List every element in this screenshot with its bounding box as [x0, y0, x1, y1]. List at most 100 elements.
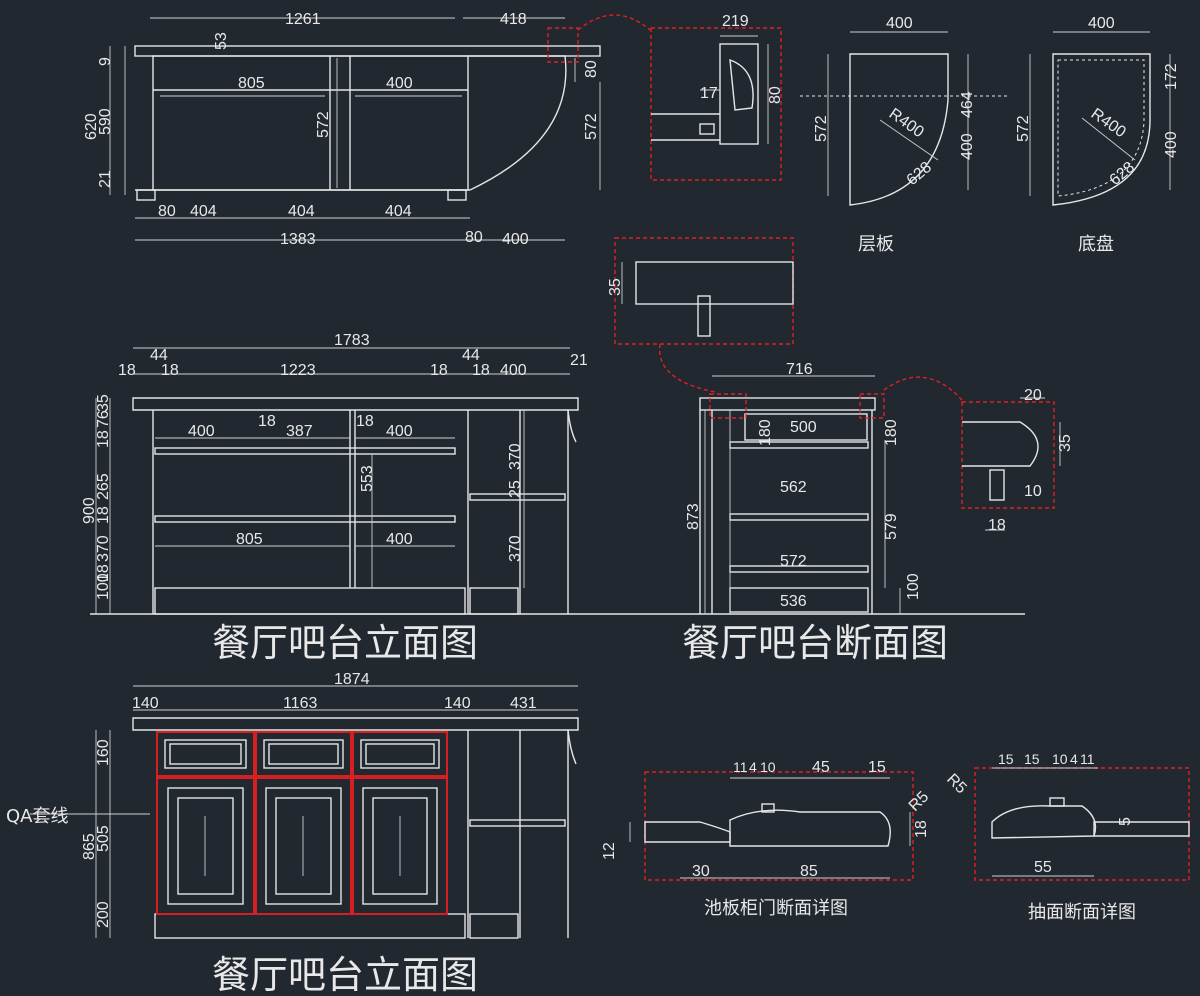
elev-left-44: 44 — [150, 347, 168, 364]
elev-h-265: 265 — [95, 473, 112, 500]
front-h-865: 865 — [81, 833, 98, 860]
door-r5b: R5 — [943, 771, 970, 798]
section-h-579: 579 — [883, 513, 900, 540]
elev-shelf-400b: 400 — [386, 423, 413, 440]
drawer-d-15b: 15 — [1024, 751, 1040, 767]
elev-h-900: 900 — [81, 497, 98, 524]
elev-right-18a: 18 — [430, 362, 448, 379]
nose-w-10: 10 — [1024, 483, 1042, 500]
door-section-detail: 11 4 10 45 15 R5 R5 18 12 30 85 池板柜门断面详图 — [601, 759, 970, 919]
tray-r: R400 — [1088, 105, 1129, 141]
door-d-11: 11 — [733, 759, 748, 775]
plan-bottom-404c: 404 — [385, 203, 412, 220]
section-h-180a: 180 — [757, 419, 774, 446]
elev-side-25: 25 — [507, 480, 524, 498]
front-h-160: 160 — [95, 739, 112, 766]
plan-height-total: 620 — [83, 113, 100, 140]
elev-left-18a: 18 — [118, 362, 136, 379]
drawer-section-label: 抽面断面详图 — [1028, 902, 1136, 923]
bay-middle — [255, 731, 352, 915]
plan-bottom-404b: 404 — [288, 203, 315, 220]
qa-note: QA套线 — [6, 806, 68, 827]
detail-h-80: 80 — [767, 86, 784, 104]
plan-inner-400: 400 — [386, 75, 413, 92]
nose-detail: 20 35 10 18 — [961, 387, 1074, 534]
door-r5a: R5 — [906, 788, 933, 815]
drawer-w-55: 55 — [1034, 859, 1052, 876]
drawer-d-15a: 15 — [998, 751, 1014, 767]
plan-inner-805: 805 — [238, 75, 265, 92]
front-h-505: 505 — [95, 825, 112, 852]
top-edge-detail: 219 17 80 — [650, 13, 784, 181]
bay-left — [156, 731, 255, 915]
shelf-side2: 464 — [959, 91, 976, 118]
elev-h-18b: 18 — [95, 506, 112, 524]
door-d-45: 45 — [812, 759, 830, 776]
plan-h-9: 9 — [97, 57, 114, 66]
elev-right-400: 400 — [500, 362, 527, 379]
title-elevation-top: 餐厅吧台立面图 — [212, 621, 478, 665]
door-section-label: 池板柜门断面详图 — [704, 898, 848, 919]
section-w-536: 536 — [780, 593, 807, 610]
elev-low-805: 805 — [236, 531, 263, 548]
front-right-431: 431 — [510, 695, 537, 712]
elev-right-44: 44 — [462, 347, 480, 364]
elev-left-18b: 18 — [161, 362, 179, 379]
tray-w: 400 — [1088, 15, 1115, 32]
tray-label: 底盘 — [1078, 234, 1114, 255]
tray-side2: 172 — [1163, 63, 1180, 90]
shelf-r: R400 — [886, 105, 927, 141]
edge-detail: 35 — [607, 237, 794, 393]
title-section: 餐厅吧台断面图 — [682, 621, 948, 665]
tray-h: 572 — [1015, 115, 1032, 142]
title-elevation-bottom: 餐厅吧台立面图 — [212, 953, 478, 996]
plan-bottom-404a: 404 — [190, 203, 217, 220]
bar-side-elevation: 1783 44 18 18 1223 18 44 18 400 21 900 3… — [81, 332, 1025, 665]
elev-low-400: 400 — [386, 531, 413, 548]
drawer-section-detail: 15 15 10 4 11 5 55 抽面断面详图 — [974, 751, 1190, 923]
bar-plan-view: 1261 418 620 9 590 21 53 805 400 572 80 … — [83, 11, 651, 248]
elev-overall: 1783 — [334, 332, 370, 349]
front-h-200: 200 — [95, 901, 112, 928]
door-d-15: 15 — [868, 759, 886, 776]
door-w-85: 85 — [800, 863, 818, 880]
front-right-140: 140 — [444, 695, 471, 712]
elev-right-18b: 18 — [472, 362, 490, 379]
elev-side-370a: 370 — [507, 443, 524, 470]
front-overall: 1874 — [334, 671, 370, 688]
elev-right-21: 21 — [570, 352, 588, 369]
shelf-w: 400 — [886, 15, 913, 32]
elev-h-18c: 18 — [95, 564, 112, 582]
plan-h-53: 53 — [213, 32, 230, 50]
elev-shelf-18a: 18 — [258, 413, 276, 430]
plan-bottom-total: 1383 — [280, 231, 316, 248]
drawer-d-10: 10 — [1052, 751, 1068, 767]
plan-bottom-80: 80 — [158, 203, 176, 220]
front-mid: 1163 — [283, 695, 318, 712]
elev-h-370: 370 — [95, 535, 112, 562]
elev-v-553: 553 — [359, 465, 376, 492]
plan-right-80: 80 — [583, 60, 600, 78]
door-h-18: 18 — [913, 820, 930, 838]
elev-h-35: 35 — [95, 394, 112, 412]
tray-side: 400 — [1163, 131, 1180, 158]
shelf-h: 572 — [813, 115, 830, 142]
bar-section: 716 873 500 180 180 562 572 536 579 100 … — [682, 361, 963, 665]
tray-plan: 400 572 R400 628 400 172 底盘 — [1015, 15, 1180, 255]
nose-w-18: 18 — [988, 517, 1006, 534]
elev-shelf-18b: 18 — [356, 413, 374, 430]
callout-box-top — [547, 27, 579, 63]
elev-shelf-387: 387 — [286, 423, 313, 440]
shelf-plan: 400 572 R400 628 400 464 层板 — [800, 15, 1010, 255]
section-h-180b: 180 — [883, 419, 900, 446]
section-h-873: 873 — [685, 503, 702, 530]
shelf-label: 层板 — [858, 234, 894, 255]
drawer-d-4: 4 — [1070, 751, 1078, 767]
plan-top-right: 418 — [500, 11, 527, 28]
drawer-h-5: 5 — [1117, 817, 1134, 826]
bar-front-elevation: 1874 140 1163 140 431 865 160 505 200 QA… — [6, 671, 579, 996]
door-d-4: 4 — [749, 759, 757, 775]
plan-h-590: 590 — [97, 108, 114, 135]
front-left-140: 140 — [132, 695, 159, 712]
